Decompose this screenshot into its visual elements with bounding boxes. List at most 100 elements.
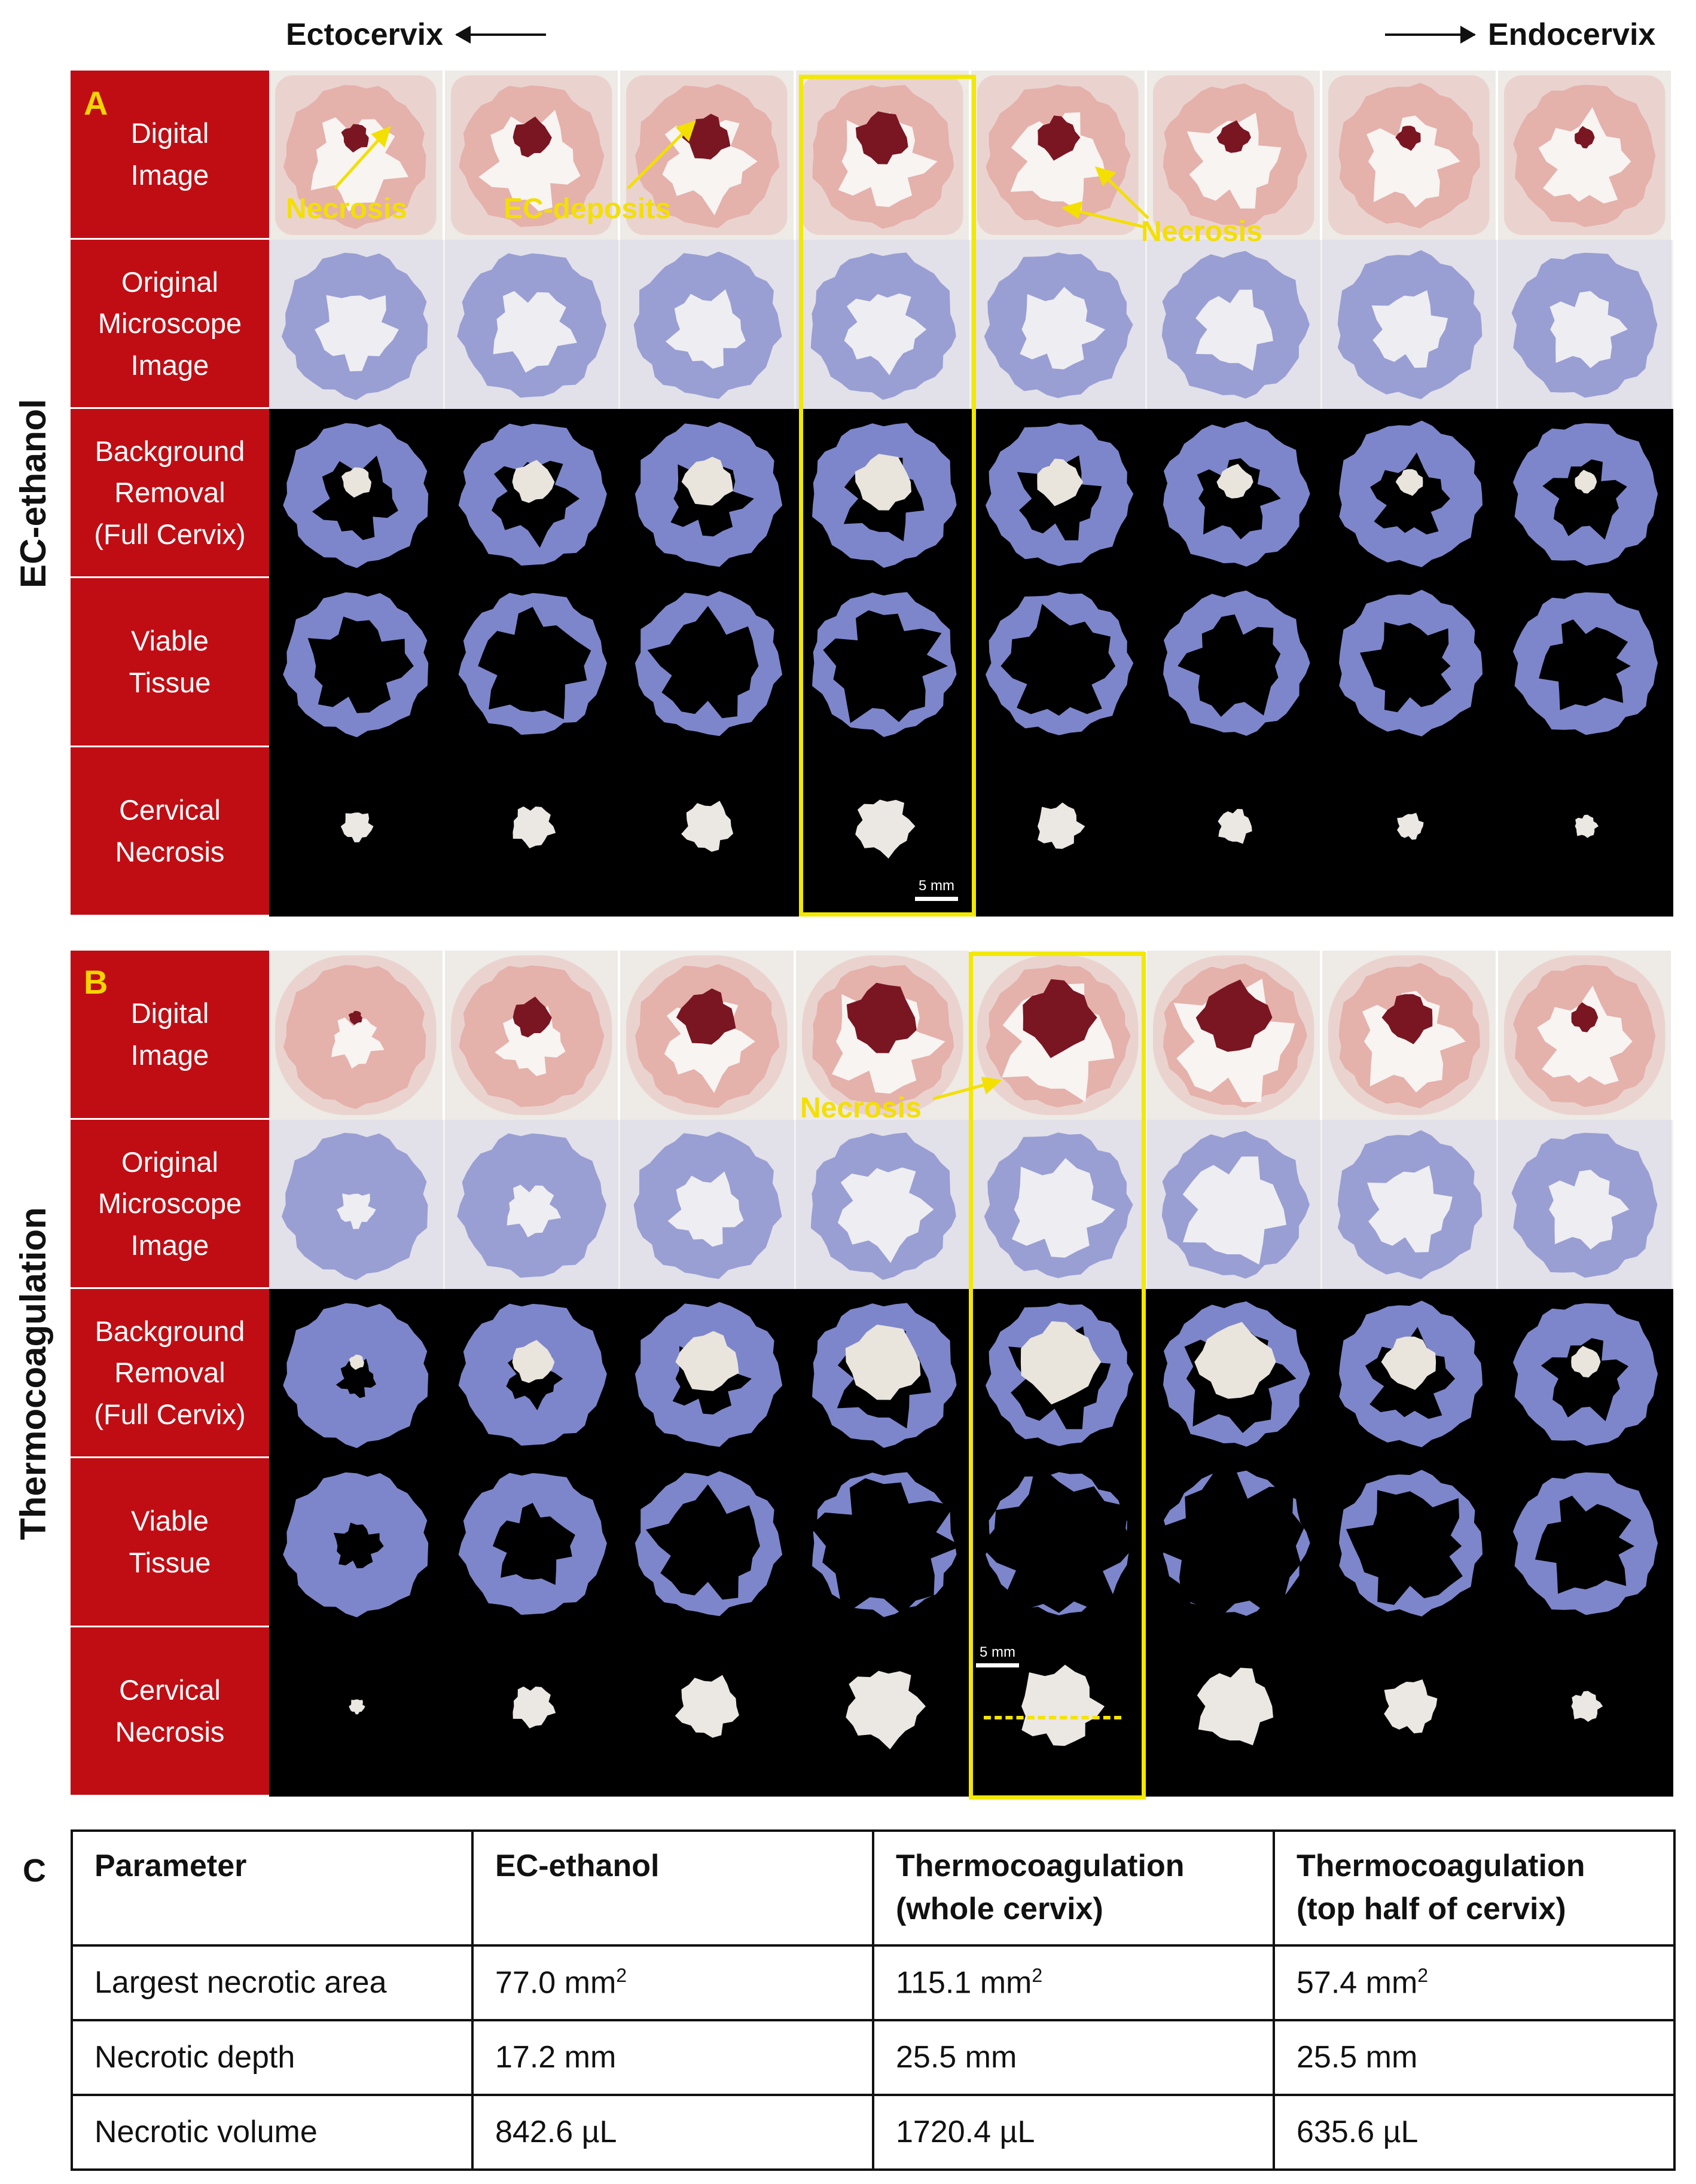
a-background-removal-slice-8	[1497, 409, 1673, 578]
a-slice-graphic	[801, 75, 963, 235]
b-cervical-necrosis-slice-5	[971, 1627, 1147, 1797]
a-cervical-necrosis-slice-3	[620, 747, 796, 917]
panel-letter-b: B	[84, 963, 108, 1001]
cell-param: Necrotic volume	[71, 2093, 474, 2171]
scale-bar-b-label: 5 mm	[980, 1644, 1015, 1660]
cell-value: 635.6 µL	[1273, 2093, 1676, 2171]
a-viable-tissue-slice-6	[1146, 578, 1322, 747]
b-cervical-necrosis-slice-6	[1146, 1627, 1322, 1797]
header-thermo-whole: Thermocoagulation (whole cervix)	[872, 1829, 1275, 1947]
b-microscope-image-slice-7	[1322, 1120, 1498, 1289]
b-slice-graphic	[1161, 1131, 1310, 1279]
b-slice-graphic	[1512, 1472, 1658, 1615]
a-slice-graphic	[283, 592, 429, 738]
table-row: Necrotic depth 17.2 mm 25.5 mm 25.5 mm	[71, 2018, 1676, 2096]
a-cervical-necrosis-slice-5	[971, 747, 1147, 917]
scale-bar-b: 5 mm	[976, 1644, 1019, 1667]
b-digital-image-slice-7	[1322, 951, 1498, 1120]
a-cervical-necrosis-slice-7	[1322, 747, 1498, 917]
b-slice-graphic	[283, 1472, 429, 1618]
cell-value: 77.0 mm2	[471, 1944, 874, 2021]
b-slice-graphic	[845, 1670, 926, 1749]
b-slice-graphic	[810, 1132, 956, 1280]
arrow-right-icon	[1385, 26, 1476, 44]
b-slice-graphic	[512, 1686, 556, 1728]
a-background-removal-slice-2	[444, 409, 620, 578]
b-viable-tissue-slice-3	[620, 1458, 796, 1627]
b-slice-graphic	[809, 1472, 962, 1617]
cell-value: 25.5 mm	[872, 2018, 1275, 2096]
header-ec-ethanol: EC-ethanol	[471, 1829, 874, 1947]
b-slice-graphic	[1148, 1467, 1310, 1624]
a-digital-image-slice-6	[1146, 71, 1322, 240]
b-digital-image-slice-8	[1497, 951, 1673, 1120]
a-viable-tissue-slice-8	[1497, 578, 1673, 747]
a-slice-graphic	[985, 592, 1134, 735]
a-slice-graphic	[812, 423, 957, 568]
b-slice-graphic	[1021, 1664, 1105, 1746]
cell-value: 842.6 µL	[471, 2093, 874, 2171]
b-microscope-image-slice-1	[269, 1120, 445, 1289]
b-microscope-image-slice-4	[795, 1120, 971, 1289]
a-viable-tissue-slice-7	[1322, 578, 1498, 747]
a-slice-graphic	[1512, 592, 1658, 735]
a-cervical-necrosis-slice-8	[1497, 747, 1673, 917]
a-row-viable-tissue: Viable Tissue	[71, 578, 1673, 747]
a-row-microscope-image: Original Microscope Image	[71, 240, 1673, 409]
b-microscope-image-slice-2	[444, 1120, 620, 1289]
a-digital-image-slice-7	[1322, 71, 1498, 240]
a-slice-graphic	[1152, 75, 1314, 235]
a-label-cervical-necrosis: Cervical Necrosis	[71, 747, 269, 917]
table-row: Largest necrotic area 77.0 mm2 115.1 mm2…	[71, 1944, 1676, 2021]
header-parameter: Parameter	[71, 1829, 474, 1947]
a-viable-tissue-slice-1	[269, 578, 445, 747]
a-slice-graphic	[1163, 590, 1310, 736]
b-label-viable-tissue: Viable Tissue	[71, 1458, 269, 1627]
b-slice-graphic	[984, 1132, 1133, 1278]
b-cervical-necrosis-slice-7	[1322, 1627, 1498, 1797]
b-slice-graphic	[801, 955, 963, 1115]
b-slice-graphic	[633, 1131, 782, 1279]
ectocervix-label: Ectocervix	[286, 17, 444, 52]
a-slice-graphic	[1396, 812, 1424, 840]
b-slice-graphic	[1152, 955, 1314, 1115]
a-slice-graphic	[450, 75, 612, 235]
a-background-removal-slice-6	[1146, 409, 1322, 578]
b-digital-image-slice-1	[269, 951, 445, 1120]
b-digital-image-slice-4	[795, 951, 971, 1120]
arrow-left-icon	[455, 26, 547, 44]
a-slice-graphic	[458, 592, 607, 735]
b-microscope-image-slice-8	[1497, 1120, 1673, 1289]
a-slice-graphic	[1337, 250, 1483, 399]
a-slice-graphic	[1339, 420, 1483, 567]
a-slice-graphic	[1511, 252, 1657, 398]
a-microscope-image-slice-7	[1322, 240, 1498, 409]
a-cervical-necrosis-slice-4	[795, 747, 971, 917]
b-slice-graphic	[1512, 1303, 1658, 1446]
a-microscope-image-slice-1	[269, 240, 445, 409]
a-cervical-necrosis-slice-6	[1146, 747, 1322, 917]
b-label-background-removal: Background Removal (Full Cervix)	[71, 1289, 269, 1458]
a-microscope-image-slice-2	[444, 240, 620, 409]
b-background-removal-slice-2	[444, 1289, 620, 1458]
a-image-strip	[269, 578, 1673, 747]
b-cervical-necrosis-slice-8	[1497, 1627, 1673, 1797]
b-slice-graphic	[675, 1675, 739, 1738]
a-slice-graphic	[458, 423, 607, 566]
cell-value: 1720.4 µL	[872, 2093, 1275, 2171]
a-cervical-necrosis-slice-1	[269, 747, 445, 917]
parameters-table: Parameter EC-ethanol Thermocoagulation (…	[71, 1829, 1676, 2171]
a-slice-graphic	[984, 252, 1133, 398]
b-slice-graphic	[1384, 1679, 1438, 1734]
a-background-removal-slice-3	[620, 409, 796, 578]
a-row-cervical-necrosis: Cervical Necrosis	[71, 747, 1673, 917]
b-slice-graphic	[1503, 955, 1666, 1115]
b-slice-graphic	[985, 1303, 1134, 1446]
a-slice-graphic	[812, 592, 957, 737]
a-slice-graphic	[1503, 75, 1666, 235]
half-cervix-dashed-line	[984, 1716, 1121, 1719]
annotation-ec-deposits: EC-deposits	[504, 193, 672, 225]
a-viable-tissue-slice-5	[971, 578, 1147, 747]
b-background-removal-slice-8	[1497, 1289, 1673, 1458]
b-slice-graphic	[1163, 1301, 1310, 1447]
